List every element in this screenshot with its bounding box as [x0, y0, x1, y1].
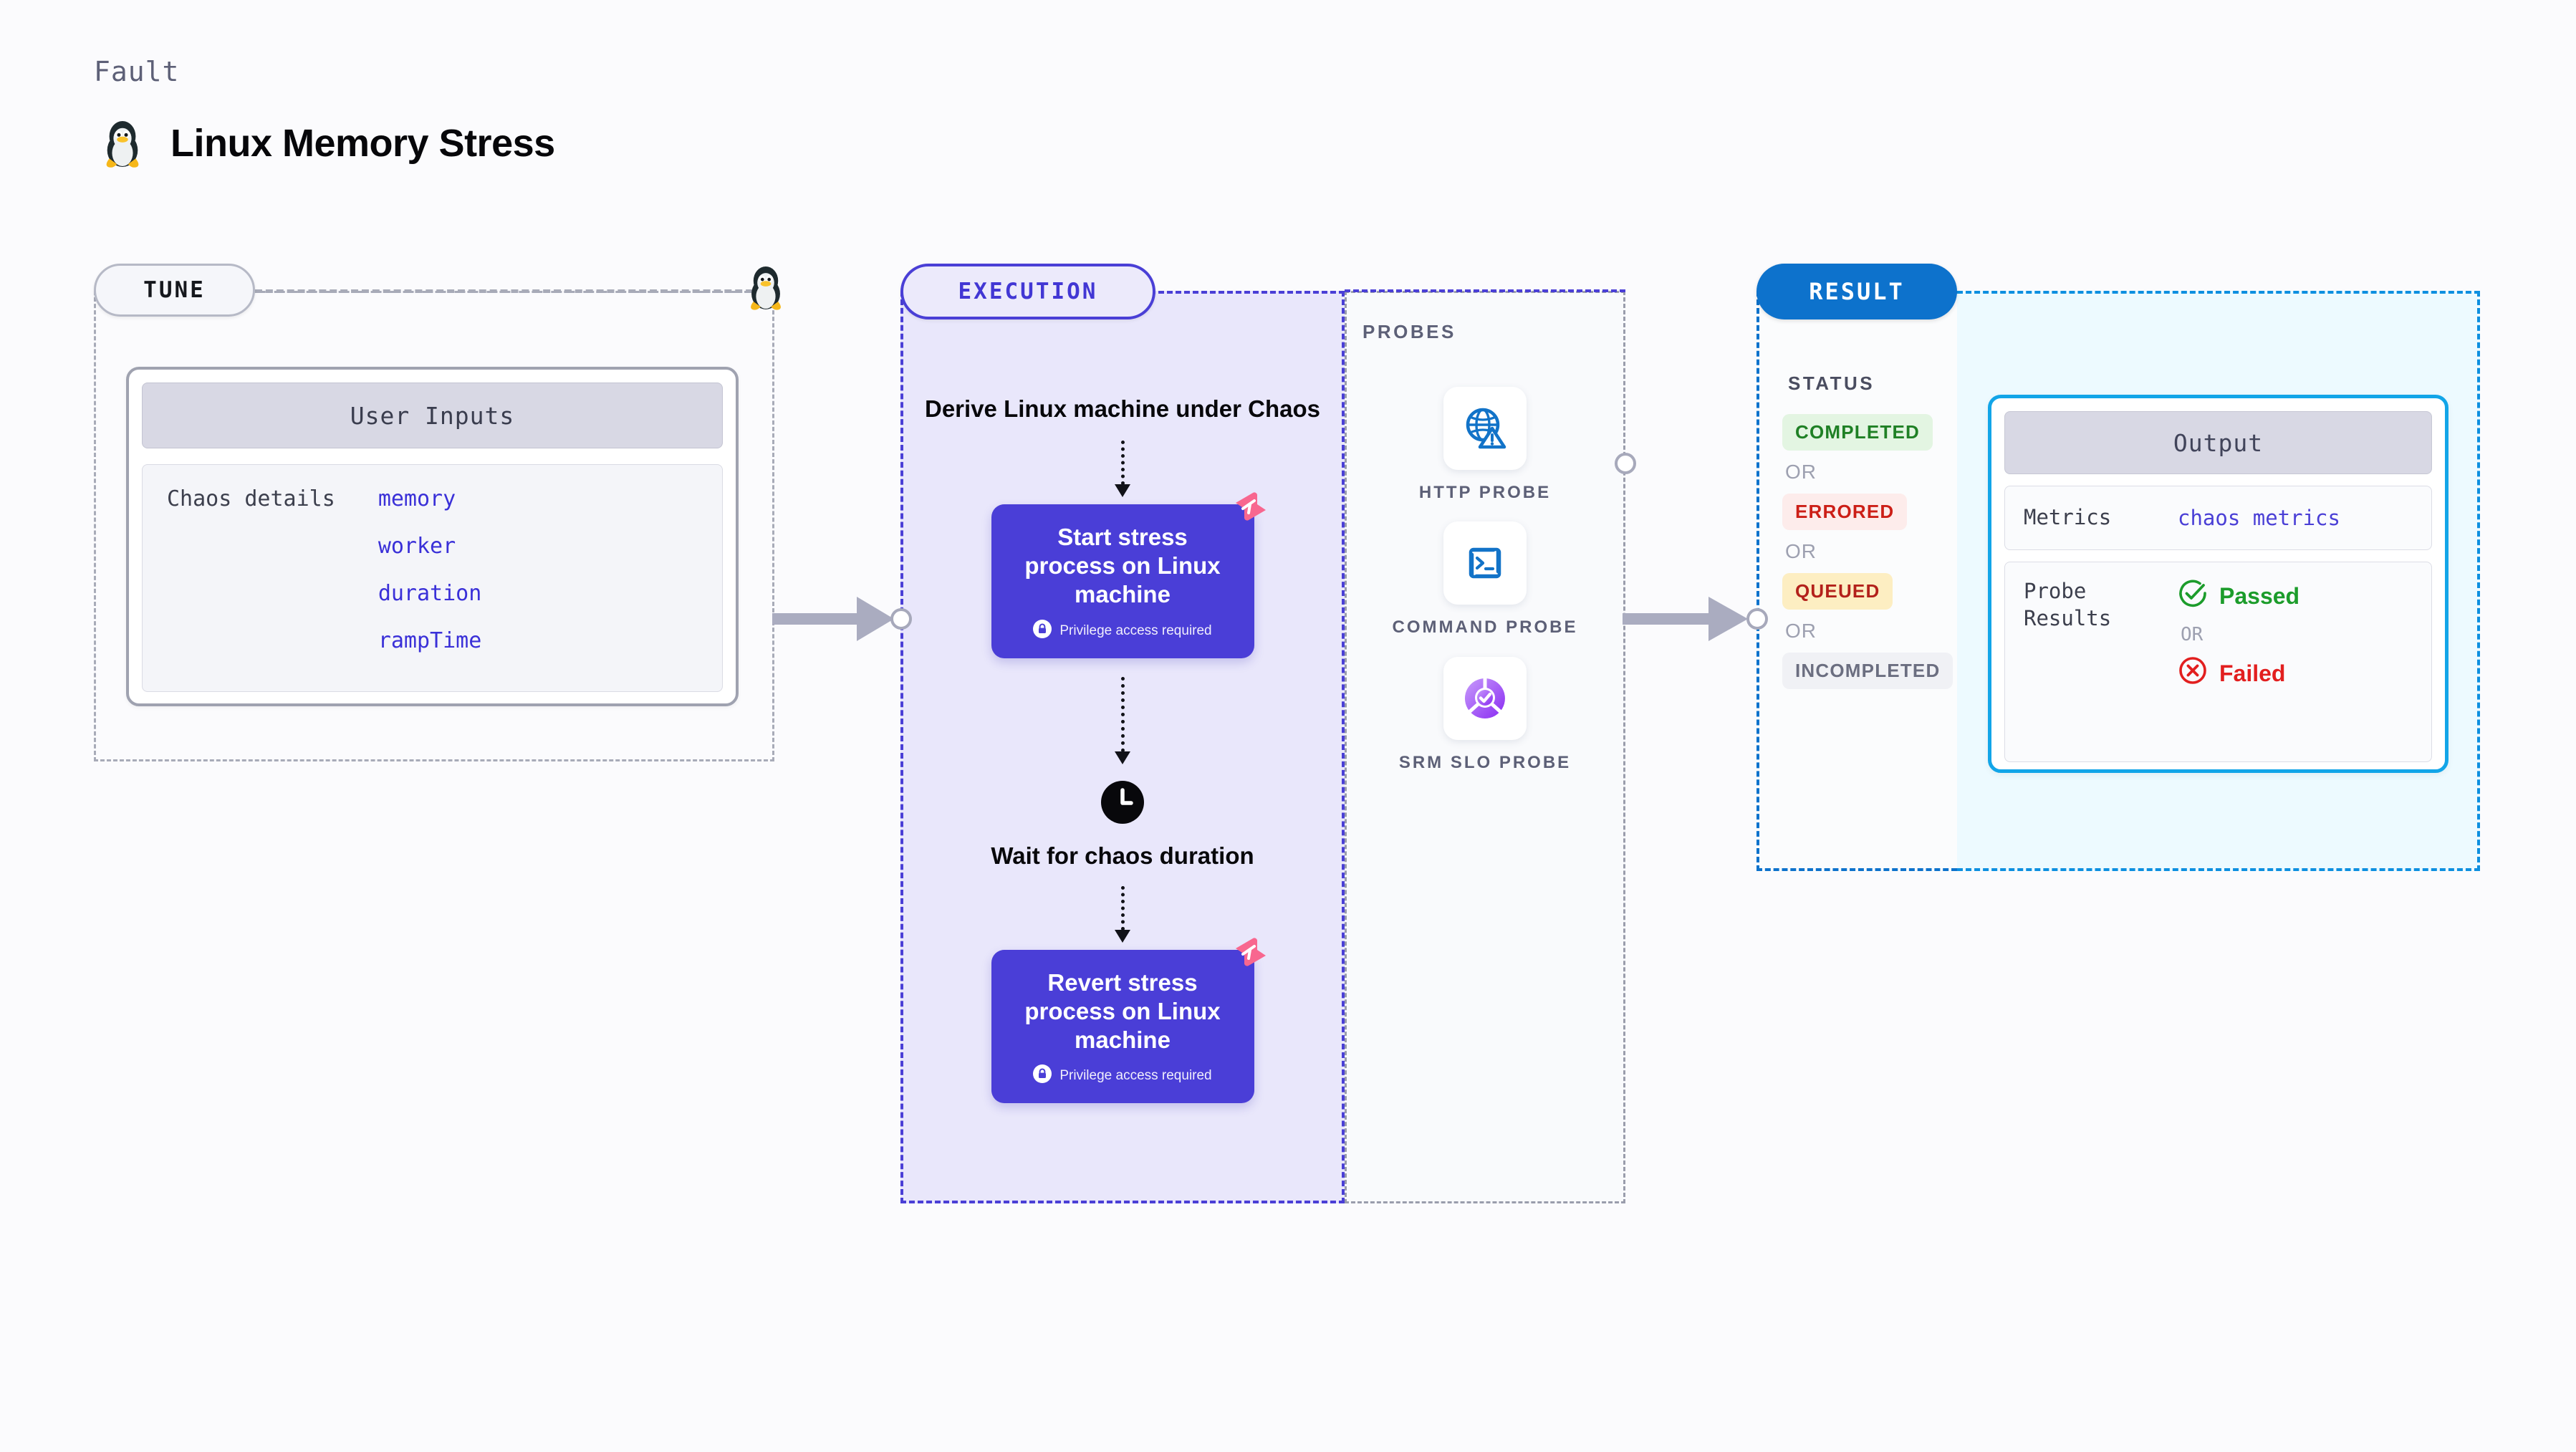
status-badge-queued[interactable]: QUEUED — [1782, 573, 1893, 610]
tune-pill[interactable]: TUNE — [94, 264, 255, 317]
tune-tux-penguin-icon — [745, 264, 787, 314]
output-probe-results-row: Probe Results Passed OR — [2004, 562, 2432, 762]
privilege-note: Privilege access required — [1033, 619, 1212, 643]
lock-icon — [1033, 1064, 1052, 1087]
probe-result-or: OR — [2181, 624, 2203, 645]
output-metrics-row: Metrics chaos metrics — [2004, 486, 2432, 550]
harness-logo-icon — [1231, 933, 1270, 975]
probe-label-srm-slo: SRM SLO PROBE — [1398, 752, 1572, 772]
flow-step-wait-label: Wait for chaos duration — [991, 842, 1254, 869]
flow-step-wait: Wait for chaos duration — [991, 780, 1254, 872]
tune-region-top-border — [255, 289, 764, 293]
chaos-param-duration[interactable]: duration — [378, 581, 482, 606]
chaos-details-values: memory worker duration rampTime — [364, 486, 482, 670]
action-card-title: Revert stress process on Linux machine — [1024, 968, 1221, 1054]
probes-region-top-border — [1345, 289, 1625, 292]
lock-icon — [1033, 619, 1052, 643]
status-or-1: OR — [1785, 461, 1817, 483]
slo-donut-check-icon — [1443, 656, 1527, 740]
output-probe-results-values: Passed OR Failed — [2178, 578, 2299, 691]
user-inputs-card: User Inputs Chaos details memory worker … — [126, 367, 739, 706]
privilege-note-text: Privilege access required — [1059, 622, 1212, 638]
flow-step-derive-machine: Derive Linux machine under Chaos — [925, 395, 1320, 422]
chaos-param-worker[interactable]: worker — [378, 534, 456, 559]
connector-node-execution-in — [890, 608, 912, 630]
chaos-param-ramptime[interactable]: rampTime — [378, 628, 482, 653]
flow-arrow-1 — [1115, 440, 1130, 497]
connector-node-result-in — [1746, 608, 1768, 630]
check-circle-icon — [2178, 578, 2208, 614]
probe-item-srm-slo[interactable]: SRM SLO PROBE — [1398, 656, 1572, 774]
user-inputs-header: User Inputs — [142, 383, 723, 448]
chaos-details-row: Chaos details memory worker duration ram… — [142, 464, 723, 692]
output-header: Output — [2004, 411, 2432, 474]
output-metrics-label: Metrics — [2024, 505, 2112, 530]
tux-penguin-icon — [100, 118, 145, 168]
probe-item-http[interactable]: HTTP PROBE — [1419, 387, 1551, 504]
globe-warning-icon — [1443, 387, 1527, 470]
output-probe-results-label: Probe Results — [2024, 579, 2112, 630]
probe-label-http: HTTP PROBE — [1418, 483, 1552, 502]
result-pill[interactable]: RESULT — [1756, 264, 1957, 319]
probe-list: HTTP PROBE COMMAND PROBE — [1345, 387, 1625, 774]
probe-item-command[interactable]: COMMAND PROBE — [1393, 521, 1578, 639]
probe-label-command: COMMAND PROBE — [1392, 617, 1578, 638]
probe-result-passed-label: Passed — [2219, 582, 2300, 609]
status-badge-completed[interactable]: COMPLETED — [1782, 414, 1933, 451]
action-card-revert-stress[interactable]: Revert stress process on Linux machine P… — [991, 937, 1266, 1104]
privilege-note: Privilege access required — [1033, 1064, 1212, 1087]
status-or-3: OR — [1785, 620, 1817, 642]
execution-flow: Derive Linux machine under Chaos Start s… — [900, 337, 1345, 1104]
terminal-icon — [1443, 521, 1527, 605]
probe-result-passed: Passed — [2178, 578, 2299, 614]
connector-node-probes-out — [1615, 453, 1636, 474]
privilege-note-text: Privilege access required — [1059, 1068, 1212, 1084]
probe-result-failed: Failed — [2178, 655, 2299, 691]
output-metrics-value[interactable]: chaos metrics — [2178, 506, 2340, 530]
page-eyebrow: Fault — [94, 56, 180, 87]
connector-execution-to-result — [1623, 591, 1766, 650]
output-card: Output Metrics chaos metrics Probe Resul… — [1988, 395, 2448, 773]
execution-pill[interactable]: EXECUTION — [900, 264, 1155, 319]
page-title: Linux Memory Stress — [170, 122, 555, 165]
status-badge-errored[interactable]: ERRORED — [1782, 494, 1908, 530]
status-title: STATUS — [1788, 372, 1875, 394]
harness-logo-icon — [1231, 487, 1270, 529]
status-or-2: OR — [1785, 540, 1817, 562]
flow-arrow-3 — [1115, 885, 1130, 943]
chaos-details-label: Chaos details — [167, 486, 335, 511]
action-card-title: Start stress process on Linux machine — [1024, 523, 1221, 608]
status-badge-incompleted[interactable]: INCOMPLETED — [1782, 653, 1953, 689]
action-card-start-stress[interactable]: Start stress process on Linux machine Pr… — [991, 492, 1266, 658]
probe-result-failed-label: Failed — [2219, 660, 2286, 686]
clock-icon — [1100, 780, 1145, 828]
status-list: COMPLETED OR ERRORED OR QUEUED OR INCOMP… — [1782, 414, 1953, 689]
page-header: Linux Memory Stress — [100, 118, 555, 168]
connector-tune-to-execution — [772, 591, 912, 650]
flow-arrow-2 — [1115, 676, 1130, 764]
x-circle-icon — [2178, 655, 2208, 691]
chaos-param-memory[interactable]: memory — [378, 486, 456, 511]
probes-title: PROBES — [1363, 321, 1456, 342]
